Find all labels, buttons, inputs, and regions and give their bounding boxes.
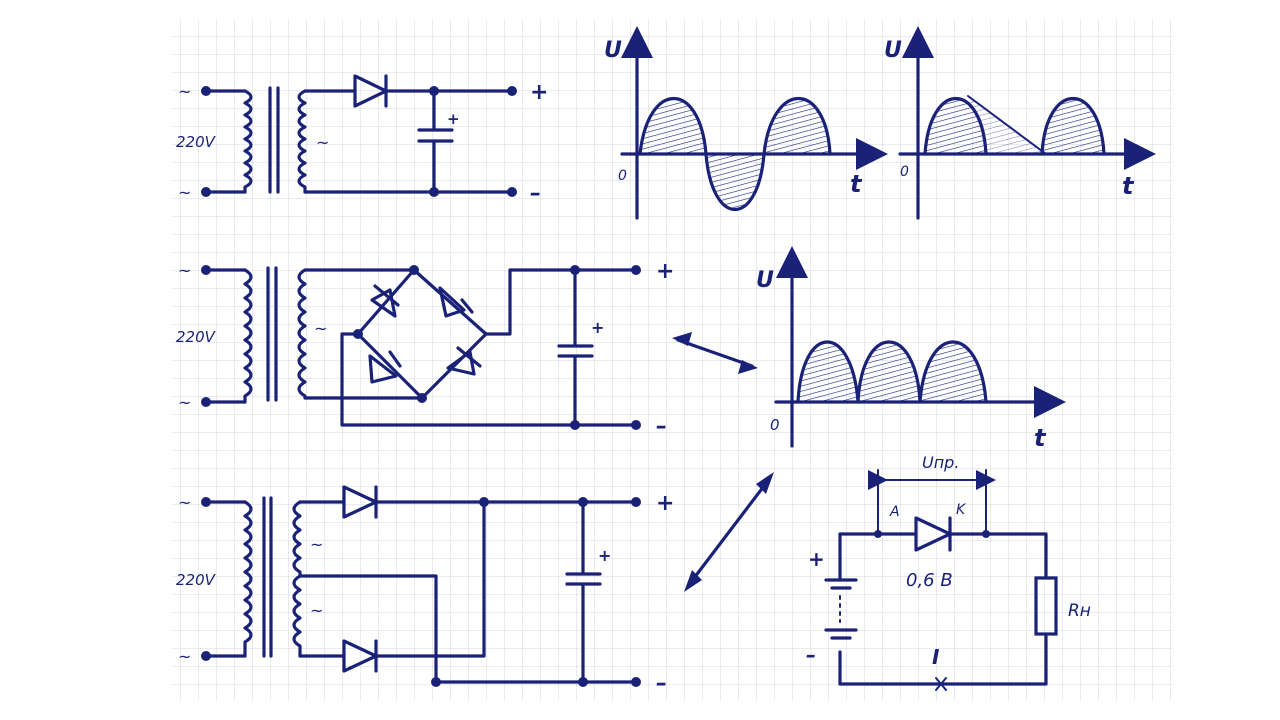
center-tap-rectifier-circuit: ~ ~ 220V ~ ~ + + – bbox=[176, 485, 674, 696]
secondary-ac-symbol-2: ~ bbox=[310, 601, 323, 620]
ac-symbol-top: ~ bbox=[178, 261, 191, 280]
ac-symbol-top: ~ bbox=[178, 493, 191, 512]
secondary-ac-symbol: ~ bbox=[316, 133, 329, 152]
diode-drop-circuit: Uпр. A K 0,6 B + – Rн I bbox=[806, 453, 1091, 691]
output-minus: – bbox=[656, 671, 667, 696]
diode-icon bbox=[342, 639, 378, 673]
diode-icon bbox=[370, 284, 400, 318]
mains-voltage-label: 220V bbox=[176, 133, 217, 151]
smoothing-line bbox=[967, 95, 1047, 155]
full-wave-curve bbox=[796, 340, 988, 404]
axis-u-label: U bbox=[604, 38, 622, 63]
load-label: Rн bbox=[1068, 601, 1091, 621]
output-plus: + bbox=[530, 80, 548, 105]
secondary-ac-symbol: ~ bbox=[314, 319, 327, 338]
transformer-core bbox=[262, 496, 273, 658]
forward-drop-value: 0,6 B bbox=[906, 570, 953, 591]
wires bbox=[298, 500, 638, 684]
output-plus: + bbox=[656, 259, 674, 284]
wires bbox=[303, 268, 424, 400]
axis-t-label: t bbox=[1122, 172, 1135, 200]
transformer-core bbox=[266, 266, 278, 402]
axis-t-label: t bbox=[850, 170, 863, 198]
diode-icon bbox=[446, 346, 482, 376]
secondary-winding bbox=[297, 89, 307, 194]
capacitor-icon bbox=[557, 268, 594, 427]
diode-icon bbox=[342, 485, 378, 519]
cap-plus: + bbox=[447, 110, 460, 128]
current-label: I bbox=[932, 645, 940, 669]
axis-u-label: U bbox=[884, 38, 902, 63]
ac-symbol-bottom: ~ bbox=[178, 647, 191, 666]
cathode-label: K bbox=[956, 502, 967, 518]
battery-icon bbox=[824, 578, 858, 640]
output-minus: – bbox=[530, 181, 541, 206]
origin-label: 0 bbox=[900, 164, 909, 180]
cap-plus: + bbox=[591, 318, 604, 337]
primary-leads bbox=[204, 89, 247, 194]
diode-icon bbox=[914, 516, 952, 552]
half-wave-pulse bbox=[923, 97, 988, 156]
full-wave-graph: U t 0 bbox=[756, 246, 1066, 452]
secondary-winding bbox=[297, 268, 307, 400]
battery-minus: – bbox=[806, 643, 816, 667]
cross-mark bbox=[935, 677, 947, 691]
mains-voltage-label: 220V bbox=[176, 571, 217, 589]
transformer-core bbox=[268, 86, 280, 194]
diode-icon bbox=[438, 286, 474, 318]
half-wave-pulse bbox=[1040, 97, 1106, 156]
axis-t-label: t bbox=[1034, 424, 1047, 452]
output-minus: – bbox=[656, 414, 667, 439]
origin-label: 0 bbox=[618, 168, 627, 184]
origin-label: 0 bbox=[770, 416, 780, 434]
sine-wave-graph: U t 0 bbox=[604, 26, 888, 220]
ac-symbol-bottom: ~ bbox=[178, 393, 191, 412]
forward-voltage-label: Uпр. bbox=[922, 453, 959, 472]
output-plus: + bbox=[656, 491, 674, 516]
wires bbox=[303, 89, 514, 194]
diode-icon bbox=[368, 350, 402, 384]
anode-label: A bbox=[889, 504, 900, 520]
half-wave-rectifier-circuit: ~ ~ 220V ~ + + – bbox=[176, 74, 548, 206]
sine-curve bbox=[638, 97, 832, 212]
bridge-rectifier-circuit: ~ ~ 220V ~ + + – bbox=[176, 259, 674, 439]
capacitor-icon bbox=[565, 500, 602, 684]
secondary-ac-symbol-1: ~ bbox=[310, 535, 323, 554]
cap-plus: + bbox=[598, 546, 611, 565]
double-arrow-icon bbox=[672, 332, 758, 374]
mains-voltage-label: 220V bbox=[176, 328, 217, 346]
half-wave-graph: U t 0 bbox=[884, 26, 1156, 220]
resistor-icon bbox=[1034, 576, 1058, 636]
ac-symbol-top: ~ bbox=[178, 82, 191, 101]
diagonal-arrow-icon bbox=[684, 472, 774, 592]
primary-winding bbox=[243, 500, 253, 658]
battery-plus: + bbox=[808, 547, 825, 571]
ac-symbol-bottom: ~ bbox=[178, 183, 191, 202]
axis-u-label: U bbox=[756, 268, 774, 293]
primary-winding bbox=[243, 268, 253, 404]
primary-winding bbox=[243, 89, 253, 194]
capacitor-icon bbox=[417, 89, 454, 194]
diode-icon bbox=[353, 74, 388, 108]
